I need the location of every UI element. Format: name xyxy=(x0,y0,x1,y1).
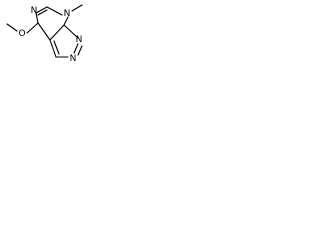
atom-n-pyrazole-bottom: N xyxy=(70,54,77,64)
bond-c3-c4a xyxy=(49,39,57,58)
atom-n-pyrazole-mid: N xyxy=(76,35,83,45)
bond-c6-n-top-double xyxy=(37,9,48,16)
bond-c4a-c7a xyxy=(49,24,65,41)
bond-n-mid-n-bottom xyxy=(73,43,79,54)
bond-c4-oxygen xyxy=(26,22,39,34)
bond-c3-c4a-double xyxy=(53,40,60,55)
bond-c6-n-top xyxy=(35,6,48,14)
bond-oxygen-methyl xyxy=(6,23,18,32)
atom-n-methyl-ring: N xyxy=(64,9,71,19)
bond-c7a-n-mid xyxy=(63,24,79,39)
atom-labels: N N N N O xyxy=(18,6,82,64)
bond-n-mid-n-bottom-double xyxy=(77,45,83,56)
bond-n7-c6 xyxy=(46,6,63,16)
molecule-diagram: N N N N O xyxy=(6,4,83,64)
atom-n-top: N xyxy=(31,6,38,16)
bond-n-top-c4 xyxy=(35,12,39,24)
bond-n7-methyl xyxy=(71,4,83,12)
bond-c7a-n7 xyxy=(63,16,69,26)
atom-oxygen: O xyxy=(18,29,25,39)
bond-c4-c4a xyxy=(37,22,51,41)
bonds xyxy=(6,4,83,58)
